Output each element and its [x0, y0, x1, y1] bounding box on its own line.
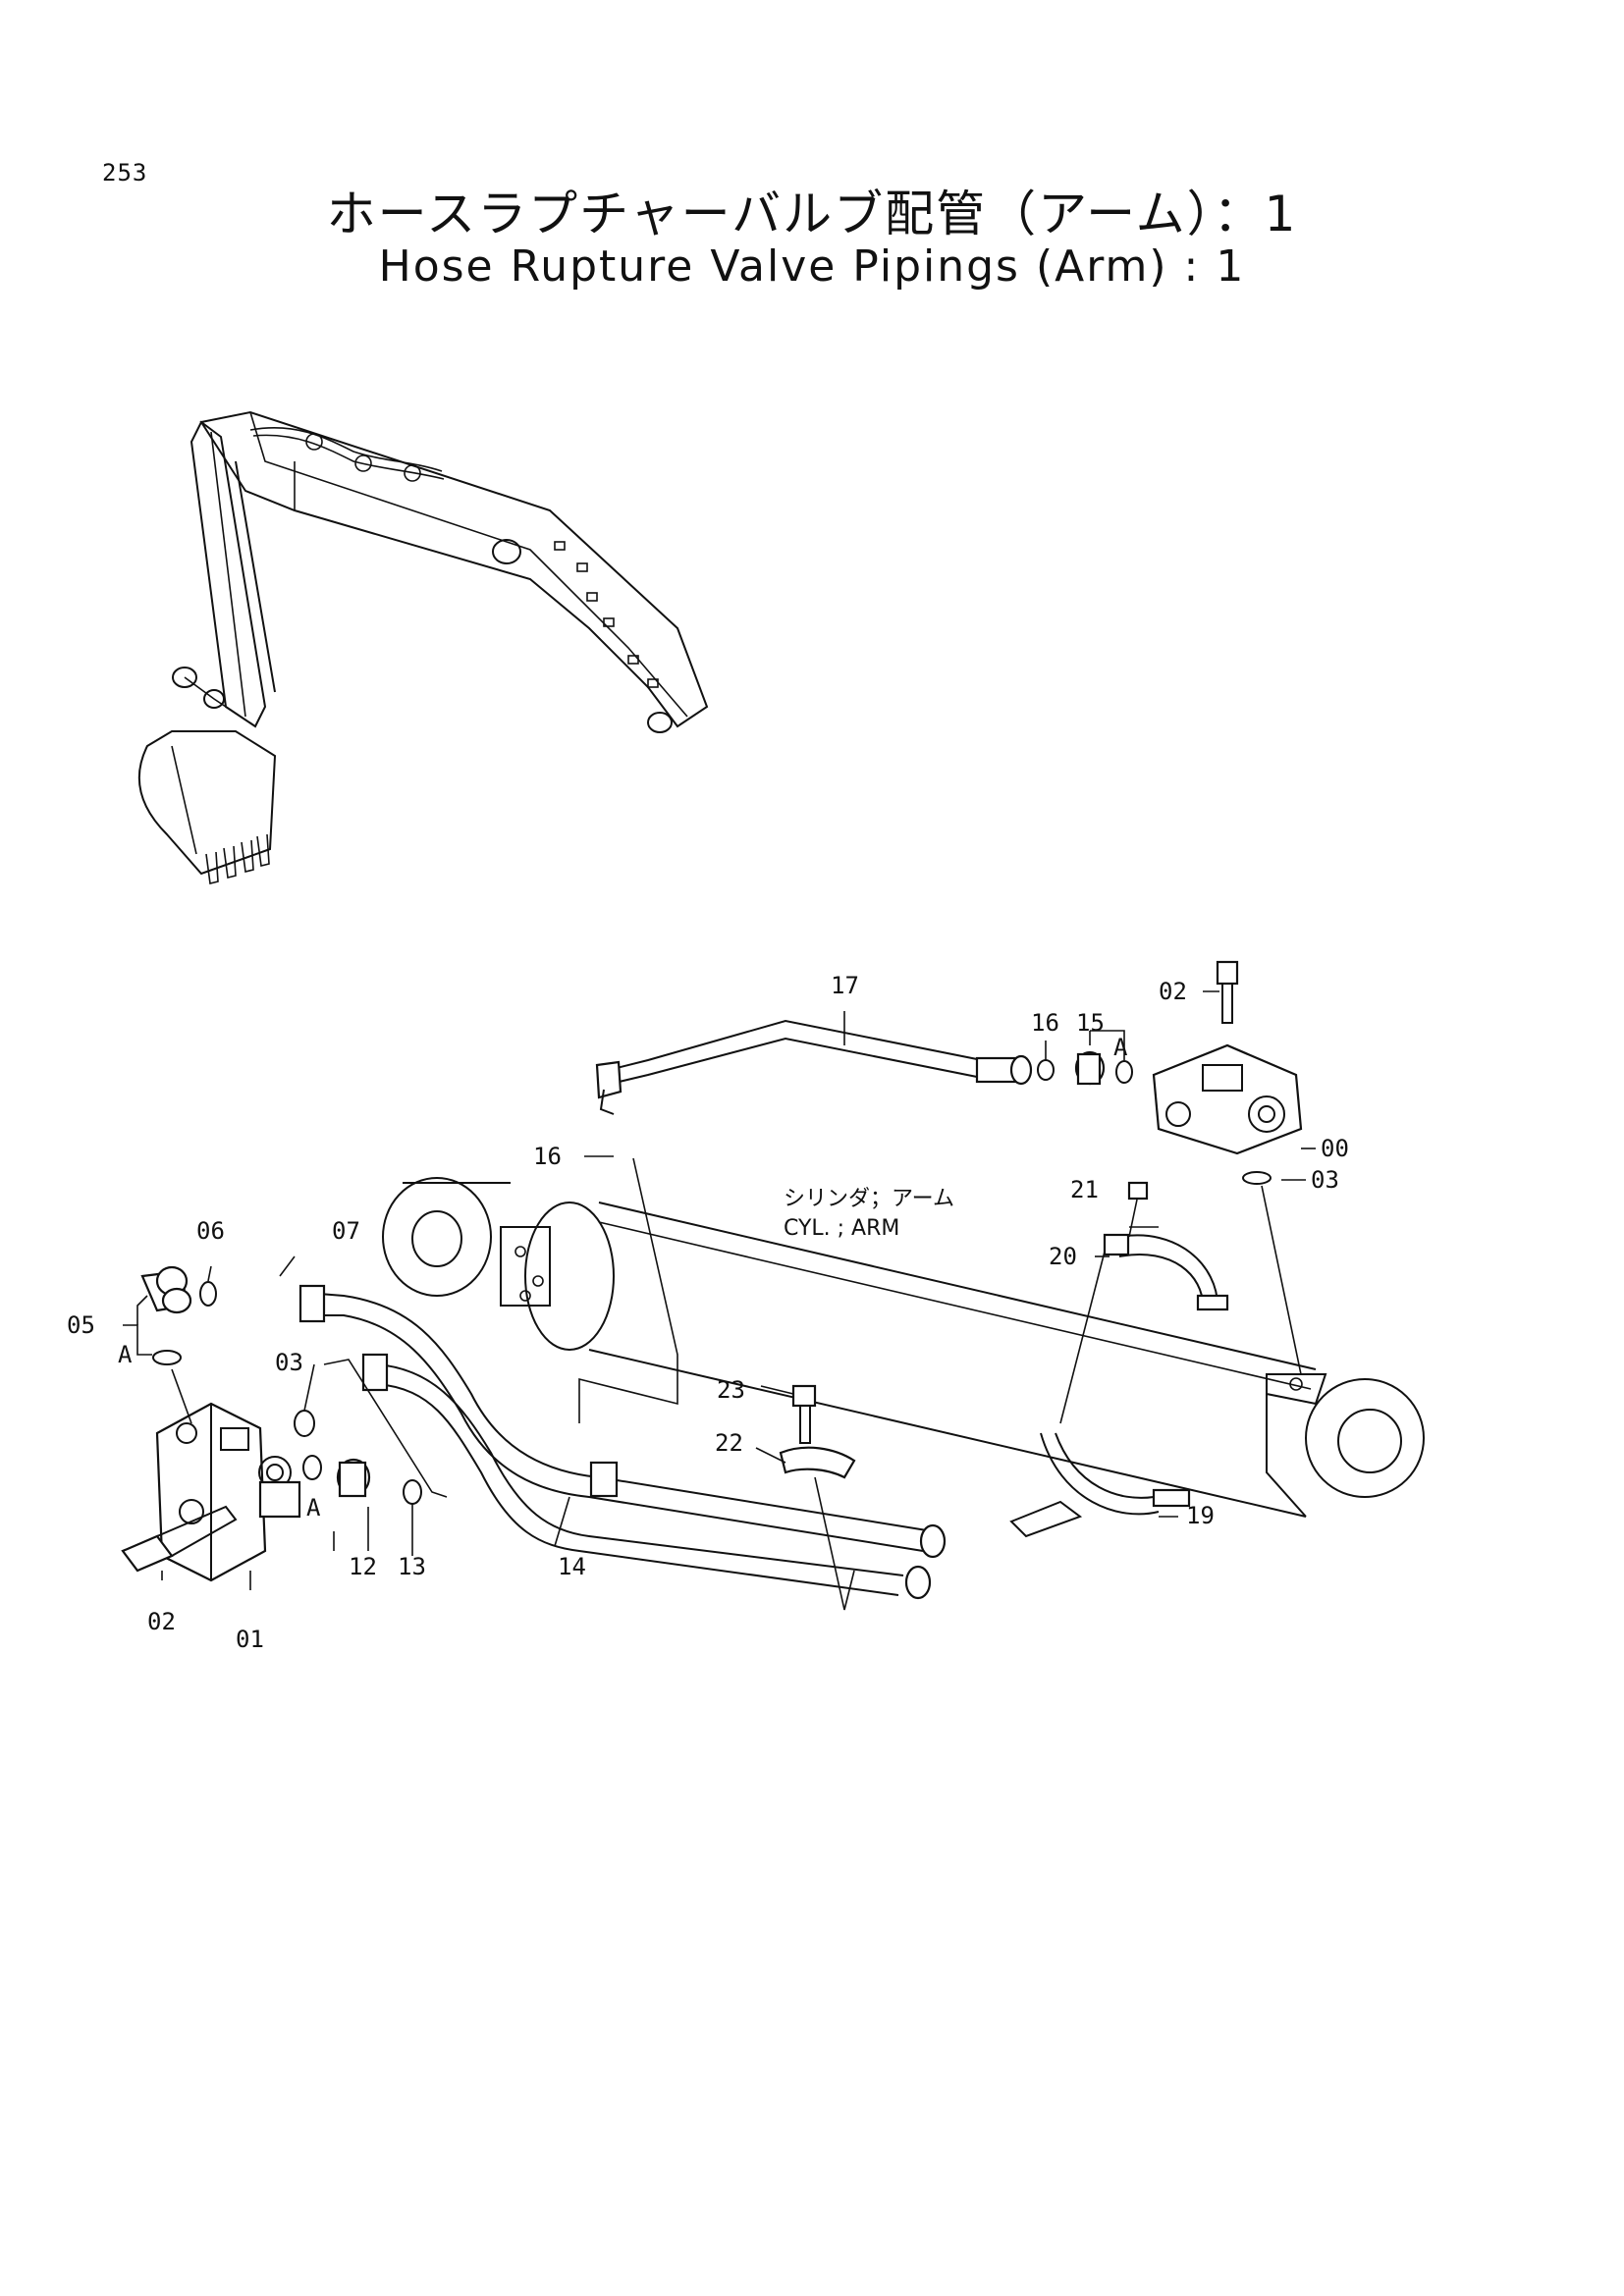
callout-labels: 17 16 15 A 02 00 03 21 20 16 06 07 05 A …	[67, 972, 1349, 1653]
title-english: Hose Rupture Valve Pipings (Arm) : 1	[378, 241, 1246, 292]
title-japanese: ホースラプチャーバルブ配管（アーム）：1	[326, 186, 1298, 242]
pipes-07-14	[298, 1157, 947, 1600]
valve-assembly-00	[1037, 960, 1303, 1375]
callout-12: 12	[349, 1553, 377, 1580]
callout-03-lower: 03	[275, 1349, 303, 1376]
arm-cylinder	[382, 1177, 1425, 1518]
cylinder-label-english: CYL. ; ARM	[784, 1216, 899, 1241]
callout-00: 00	[1321, 1135, 1349, 1162]
callout-05: 05	[67, 1311, 95, 1339]
callout-07: 07	[332, 1217, 360, 1245]
callout-a-left: A	[118, 1341, 133, 1368]
callout-06: 06	[196, 1217, 225, 1245]
page-number: 253	[102, 159, 148, 187]
clamp-19-20	[1009, 1181, 1229, 1538]
leader-lines	[123, 990, 1316, 1590]
callout-17: 17	[831, 972, 859, 999]
callout-21: 21	[1070, 1176, 1099, 1203]
callout-20: 20	[1049, 1243, 1077, 1270]
hose-17	[595, 1019, 1033, 1115]
callout-a-upper: A	[1113, 1034, 1128, 1061]
callout-01: 01	[236, 1626, 264, 1653]
excavator-overview-sketch	[137, 410, 709, 884]
callout-14: 14	[558, 1553, 586, 1580]
callout-02-upper: 02	[1159, 978, 1187, 1005]
clamp-22-bolt-23	[779, 1384, 856, 1611]
callout-13: 13	[398, 1553, 426, 1580]
cylinder-label-japanese: シリンダ；アーム	[784, 1187, 954, 1211]
callout-03-upper: 03	[1311, 1166, 1339, 1194]
valve-assembly-01	[121, 1265, 448, 1582]
callout-16-lower: 16	[533, 1143, 562, 1170]
callout-a-lower: A	[306, 1494, 321, 1522]
callout-22: 22	[715, 1429, 743, 1457]
callout-02-lower: 02	[147, 1608, 176, 1635]
callout-23: 23	[717, 1376, 745, 1404]
callout-15: 15	[1076, 1009, 1105, 1037]
callout-16-upper: 16	[1031, 1009, 1059, 1037]
callout-19: 19	[1186, 1502, 1215, 1529]
